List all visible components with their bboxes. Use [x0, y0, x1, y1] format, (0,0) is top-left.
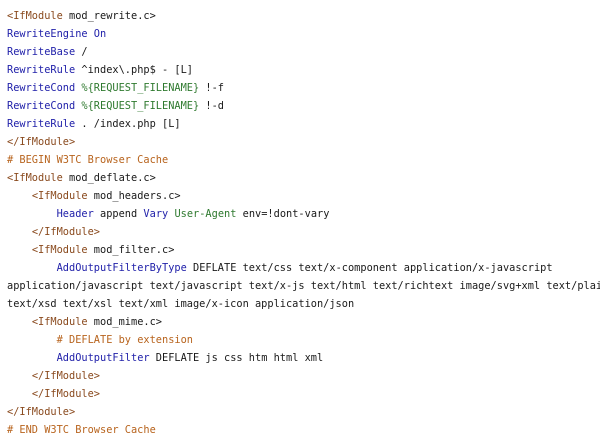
code-line: # DEFLATE by extension — [7, 331, 597, 349]
code-token: text/xsd text/xsl text/xml image/x-icon … — [7, 298, 355, 310]
code-token: </IfModule> — [7, 406, 76, 418]
code-line: RewriteEngine On — [7, 25, 597, 43]
code-token: !-f — [199, 82, 225, 94]
code-indent — [7, 334, 57, 346]
code-token: <IfModule — [7, 10, 63, 22]
code-token: </IfModule> — [31, 388, 101, 400]
code-token: append — [93, 208, 144, 220]
code-line: RewriteBase / — [7, 43, 597, 61]
code-line: # BEGIN W3TC Browser Cache — [7, 151, 597, 169]
code-token: %{REQUEST_FILENAME} — [81, 82, 200, 94]
code-token: RewriteBase — [7, 46, 76, 58]
code-token: application/javascript text/javascript t… — [7, 280, 600, 292]
code-line: <IfModule mod_headers.c> — [7, 187, 597, 205]
code-indent — [7, 244, 32, 256]
code-line: RewriteCond %{REQUEST_FILENAME} !-d — [7, 97, 597, 115]
code-line: RewriteRule . /index.php [L] — [7, 115, 597, 133]
code-token: . /index.php [L] — [75, 118, 181, 130]
code-line: <IfModule mod_filter.c> — [7, 241, 597, 259]
code-line: AddOutputFilter DEFLATE js css htm html … — [7, 349, 597, 367]
code-token: </IfModule> — [7, 136, 76, 148]
code-token: AddOutputFilter — [56, 352, 150, 364]
code-token: User-Agent — [174, 208, 237, 220]
code-indent — [7, 370, 32, 382]
code-line: </IfModule> — [7, 385, 597, 403]
code-line: </IfModule> — [7, 367, 597, 385]
code-line: application/javascript text/javascript t… — [7, 277, 600, 295]
code-line: # END W3TC Browser Cache — [7, 421, 597, 439]
htaccess-code-block: <IfModule mod_rewrite.c>RewriteEngine On… — [7, 7, 600, 439]
code-token: </IfModule> — [31, 370, 101, 382]
code-token: Header — [56, 208, 94, 220]
code-token: # END W3TC Browser Cache — [7, 424, 156, 436]
code-token: Vary — [143, 208, 169, 220]
code-line: </IfModule> — [7, 403, 597, 421]
code-line: </IfModule> — [7, 133, 597, 151]
code-token: RewriteEngine — [7, 28, 88, 40]
code-token: On — [93, 28, 107, 40]
code-token: <IfModule — [31, 244, 88, 256]
code-indent — [7, 190, 32, 202]
code-token: <IfModule — [31, 316, 88, 328]
code-token: <IfModule — [7, 172, 63, 184]
code-line: <IfModule mod_rewrite.c> — [7, 7, 597, 25]
code-token: </IfModule> — [31, 226, 101, 238]
code-token: mod_filter.c> — [87, 244, 175, 256]
code-token: ^index\.php$ - [L] — [75, 64, 193, 76]
code-line: RewriteCond %{REQUEST_FILENAME} !-f — [7, 79, 597, 97]
code-token: !-d — [199, 100, 225, 112]
code-indent — [7, 352, 57, 364]
code-indent — [7, 208, 57, 220]
code-indent — [7, 316, 32, 328]
code-line: </IfModule> — [7, 223, 597, 241]
code-indent — [7, 262, 57, 274]
code-token: mod_headers.c> — [87, 190, 181, 202]
code-token: RewriteCond — [7, 100, 76, 112]
code-token: %{REQUEST_FILENAME} — [81, 100, 200, 112]
code-line: <IfModule mod_deflate.c> — [7, 169, 597, 187]
code-token: mod_mime.c> — [87, 316, 163, 328]
code-token: env=!dont-vary — [236, 208, 330, 220]
code-token: # BEGIN W3TC Browser Cache — [7, 154, 169, 166]
code-line: Header append Vary User-Agent env=!dont-… — [7, 205, 597, 223]
code-token: RewriteCond — [7, 82, 76, 94]
code-token: AddOutputFilterByType — [56, 262, 187, 274]
code-indent — [7, 226, 32, 238]
code-token: mod_rewrite.c> — [62, 10, 156, 22]
code-token: RewriteRule — [7, 118, 76, 130]
code-line: text/xsd text/xsl text/xml image/x-icon … — [7, 295, 597, 313]
code-token: <IfModule — [31, 190, 88, 202]
code-line: AddOutputFilterByType DEFLATE text/css t… — [7, 259, 597, 277]
code-token: DEFLATE text/css text/x-component applic… — [186, 262, 553, 274]
code-line: RewriteRule ^index\.php$ - [L] — [7, 61, 597, 79]
code-token: mod_deflate.c> — [62, 172, 156, 184]
code-line: <IfModule mod_mime.c> — [7, 313, 597, 331]
code-token: # DEFLATE by extension — [56, 334, 193, 346]
code-token: / — [75, 46, 88, 58]
code-token: DEFLATE js css htm html xml — [149, 352, 324, 364]
code-token: RewriteRule — [7, 64, 76, 76]
code-indent — [7, 388, 32, 400]
